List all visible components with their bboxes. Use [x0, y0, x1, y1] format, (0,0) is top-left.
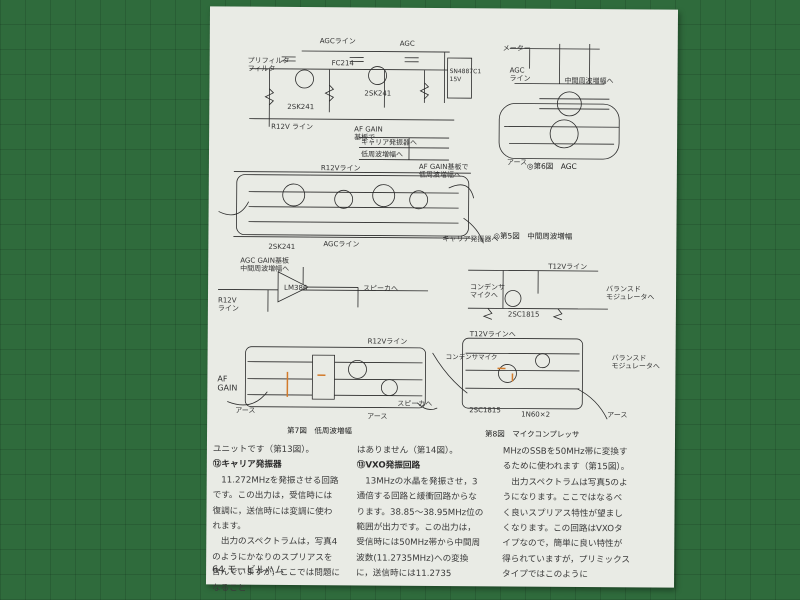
col1-heading: ⑫キャリア発振器 [212, 459, 282, 471]
label-prefix-filter: プリフィルタ フィルタ [247, 56, 290, 73]
caption-fig8: 第8図 マイクコンプレッサ [485, 429, 580, 439]
label-af-gain-fig7: AF GAIN [217, 374, 238, 393]
page-footer: 64 モービルハム [212, 564, 285, 576]
label-mid-amp-from-board: AF GAIN基板で 低周波増幅へ [418, 162, 469, 180]
col3-paragraph: 出力スペクトラムは写真5のようになります。ここではなるべく良いスプリアス特性が望… [502, 477, 631, 581]
article-column-3: MHzのSSBを50MHz帯に変換するために使われます（第15図）。 出力スペク… [502, 444, 631, 584]
label-agc-line-top: AGCライン [319, 37, 356, 46]
label-balanced-mod: バランスド モジュレータへ [605, 285, 655, 302]
label-lowfreq-amp-out: 低周波増幅へ [360, 150, 404, 159]
label-agc-line-right: AGC ライン [509, 66, 531, 83]
caption-fig7: 第7図 低周波増幅 [287, 425, 352, 436]
label-agc: AGC [399, 39, 415, 48]
col1-paragraph: ユニットです（第13図）。 [212, 444, 315, 456]
label-2sk241-bottom: 2SK241 [268, 242, 296, 251]
caption-fig5: ◎第5図 中間周波増幅 [493, 231, 573, 241]
label-r12v-line-mid: R12Vライン [320, 164, 361, 173]
label-t12v-line: T12Vライン [548, 262, 588, 272]
label-condenser-mic: コンデンサ マイクへ [469, 283, 506, 300]
label-r12v-line-left: R12V ライン [217, 296, 239, 313]
label-2sc1815-fig8: 2SC1815 [469, 406, 501, 415]
label-mid-amp-right: 中間周波増幅へ [564, 76, 614, 86]
article-column-2: はありません（第14図）。 ⑬VXO発振回路 13MHzの水晶を発振させ，3通倍… [356, 443, 485, 583]
col3-paragraph: MHzのSSBを50MHz帯に変換するために使われます（第15図）。 [502, 446, 630, 473]
magazine-page: AGCライン プリフィルタ フィルタ FC214 AGC SN4887C1 15… [205, 6, 679, 593]
label-agc-line-mid: AGCライン [323, 240, 360, 249]
label-earth-c: アース [607, 411, 628, 420]
caption-fig6: ◎第6図 AGC [526, 161, 577, 171]
label-af-gain: AF GAIN 基板で [354, 125, 383, 142]
label-2sk241-b: 2SK241 [364, 89, 392, 98]
schematic-diagrams [218, 43, 620, 420]
label-t12v-line-fig8: T12Vラインへ [469, 330, 516, 339]
label-earth-b: アース [367, 412, 388, 421]
label-balanced-mod-fig8: バランスド モジュレータへ [611, 354, 660, 371]
label-carrier-osc-mid: キャリア発振器へ [442, 235, 499, 244]
label-2sc1815: 2SC1815 [507, 310, 540, 319]
label-earth-a: アース [235, 406, 256, 415]
label-fig6-earth: アース [506, 158, 528, 167]
label-fc214: FC214 [331, 59, 354, 68]
label-speaker-fig7: スピーカへ [397, 399, 433, 408]
col2-heading: ⑬VXO発振回路 [356, 460, 421, 472]
label-r12v-line-fig7: R12Vライン [367, 337, 408, 346]
label-ic-sn: SN4887C1 15V [449, 68, 482, 84]
label-agc-gain: AGC GAIN基板 中間周波増幅へ [240, 256, 290, 273]
label-condenser-mic-fig8: コンデンサマイク [445, 353, 498, 362]
label-speaker: スピーカへ [363, 284, 399, 293]
label-meter: メーター [502, 44, 531, 53]
col2-paragraph: 13MHzの水晶を発振させ，3通倍する回路と緩衝回路からなります。38.85～3… [356, 476, 484, 580]
label-lm386: LM386 [284, 283, 308, 293]
label-2sk241-a: 2SK241 [287, 102, 315, 112]
col2-paragraph: はありません（第14図）。 [356, 445, 458, 457]
label-r12v-line: R12V ライン [271, 122, 314, 132]
col1-paragraph: 11.272MHzを発振させる回路です。この出力は，受信時には復調に，送信時には… [212, 475, 339, 532]
label-diode: 1N60×2 [521, 410, 551, 419]
